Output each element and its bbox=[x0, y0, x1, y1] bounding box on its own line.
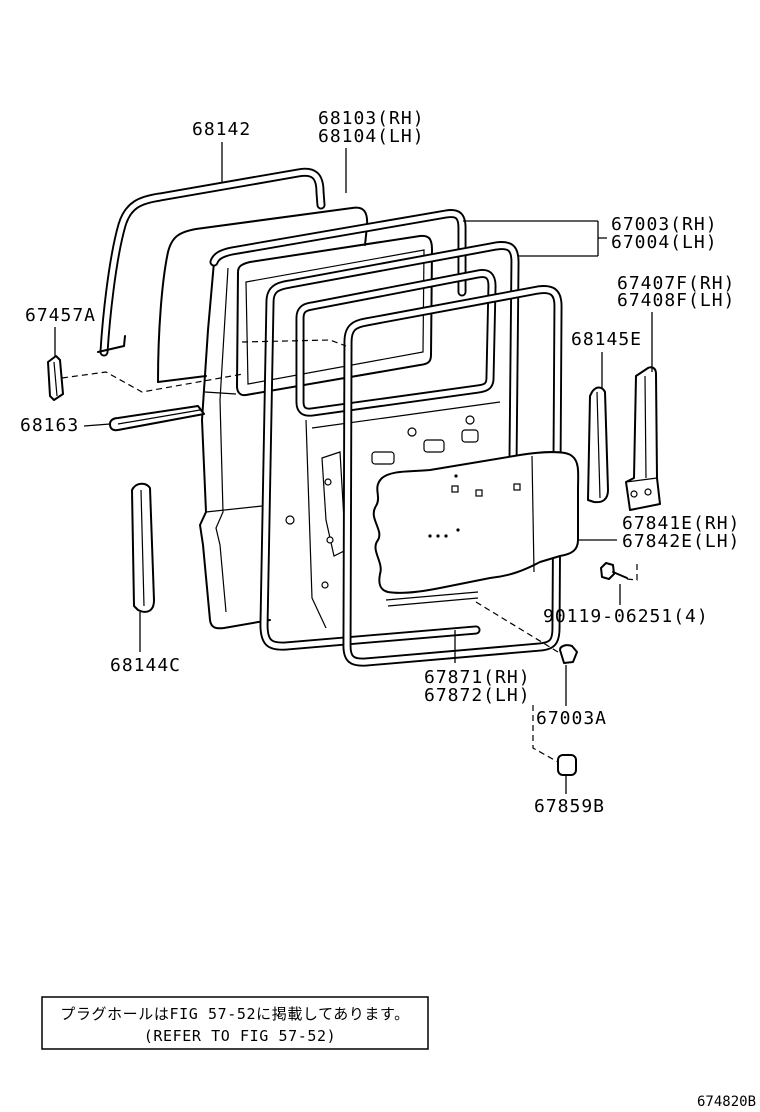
door-panel bbox=[199, 234, 433, 630]
label-67407f: 67407F(RH) bbox=[617, 273, 735, 294]
label-67871: 67871(RH) bbox=[424, 667, 531, 688]
label-68145e: 68145E bbox=[571, 329, 642, 350]
label-67003: 67003(RH) bbox=[611, 214, 718, 235]
label-68144c: 68144C bbox=[110, 655, 181, 676]
label-67457a: 67457A bbox=[25, 305, 96, 326]
label-67003a: 67003A bbox=[536, 708, 607, 729]
strip-68163 bbox=[109, 405, 205, 432]
note-line-2: (REFER TO FIG 57-52) bbox=[144, 1027, 337, 1045]
label-90119: 90119-06251(4) bbox=[543, 606, 709, 627]
label-67004: 67004(LH) bbox=[611, 232, 718, 253]
bolt-icon bbox=[600, 562, 628, 580]
label-67859b: 67859B bbox=[534, 796, 605, 817]
leader-lines bbox=[54, 142, 653, 794]
label-68103: 68103(RH) bbox=[318, 108, 425, 129]
door-glass bbox=[157, 206, 369, 383]
glass-run-channel bbox=[97, 172, 321, 352]
note-line-1: プラグホールはFIG 57-52に掲載してあります。 bbox=[60, 1005, 409, 1023]
label-67842e: 67842E(LH) bbox=[622, 531, 740, 552]
label-67408f: 67408F(LH) bbox=[617, 290, 735, 311]
clip-67003a bbox=[559, 644, 578, 664]
molding-68144c bbox=[131, 482, 155, 613]
plug-67859b bbox=[557, 754, 577, 776]
reference-note: プラグホールはFIG 57-52に掲載してあります。 (REFER TO FIG… bbox=[41, 996, 429, 1050]
inner-door-panel bbox=[305, 401, 501, 629]
label-68142: 68142 bbox=[192, 119, 251, 140]
service-hole-cover bbox=[372, 451, 580, 607]
strip-68145e bbox=[587, 386, 609, 504]
label-67872: 67872(LH) bbox=[424, 685, 531, 706]
label-68104: 68104(LH) bbox=[318, 126, 425, 147]
figure-id: 674820B bbox=[697, 1094, 756, 1110]
dashed-lines bbox=[61, 339, 638, 763]
bracket-67407f bbox=[625, 366, 661, 511]
label-67841e: 67841E(RH) bbox=[622, 513, 740, 534]
clip-67457a bbox=[47, 355, 64, 401]
label-68163: 68163 bbox=[20, 415, 79, 436]
